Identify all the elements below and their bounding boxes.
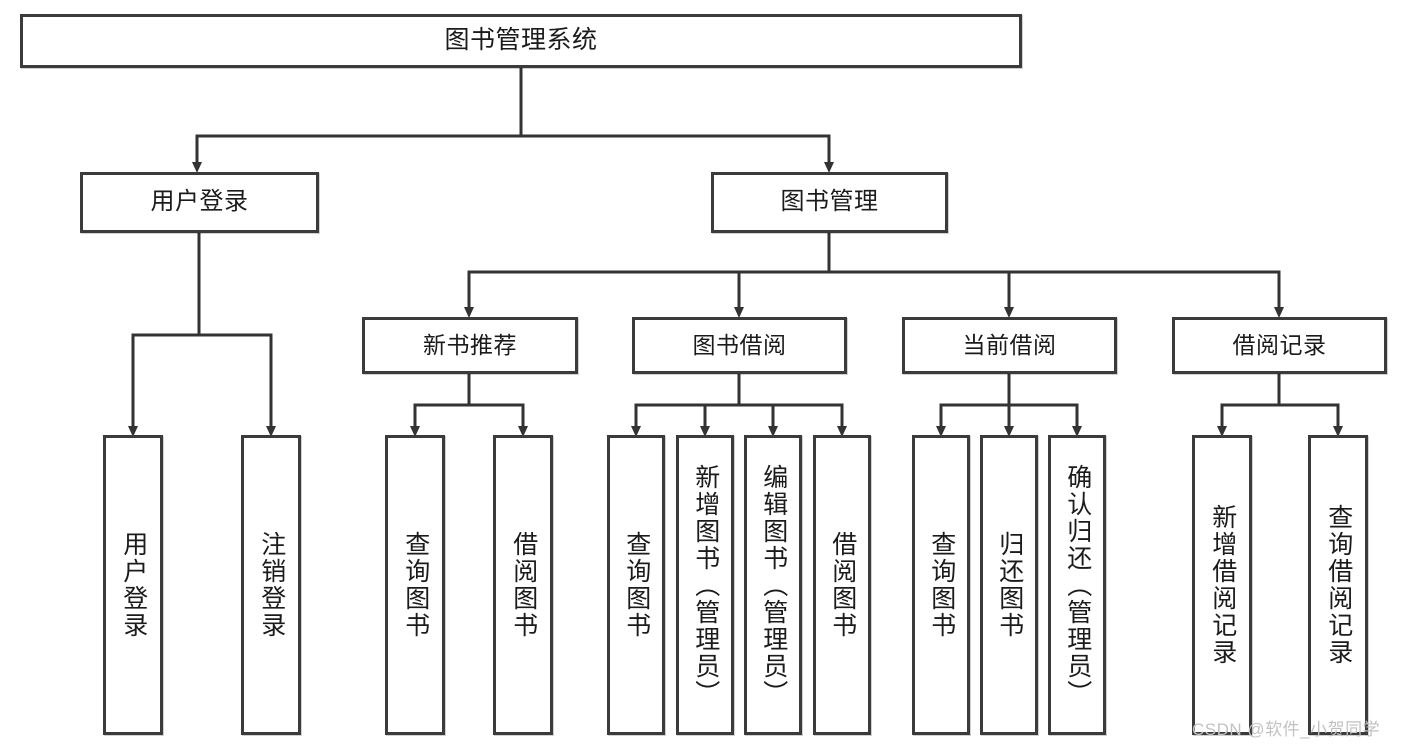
node-book-borrow[interactable]: 图书借阅 (632, 317, 847, 374)
node-current-borrow-label: 当前借阅 (962, 331, 1057, 358)
node-book-borrow-label: 图书借阅 (692, 331, 787, 358)
node-leaf-query-book-3[interactable]: 查询图书 (912, 435, 970, 735)
node-user-login-label: 用户登录 (150, 188, 249, 216)
node-leaf-add-book[interactable]: 新增图书（管理员） (676, 435, 734, 735)
node-user-login[interactable]: 用户登录 (80, 172, 319, 233)
node-leaf-user-login[interactable]: 用户登录 (103, 435, 163, 735)
node-leaf-borrow-book-1[interactable]: 借阅图书 (493, 435, 553, 735)
node-borrow-record[interactable]: 借阅记录 (1172, 317, 1387, 374)
node-leaf-add-book-label: 新增图书（管理员） (691, 463, 720, 707)
node-current-borrow[interactable]: 当前借阅 (902, 317, 1117, 374)
node-root-label: 图书管理系统 (444, 26, 598, 55)
node-leaf-query-book-3-label: 查询图书 (927, 531, 956, 639)
node-leaf-query-record[interactable]: 查询借阅记录 (1308, 435, 1368, 735)
watermark-csdn: CSDN @软件_小贺同学 (1192, 720, 1381, 739)
node-leaf-add-record[interactable]: 新增借阅记录 (1192, 435, 1252, 735)
node-leaf-return-book-label: 归还图书 (995, 531, 1024, 639)
node-leaf-query-record-label: 查询借阅记录 (1324, 504, 1353, 666)
node-leaf-edit-book-label: 编辑图书（管理员） (759, 463, 788, 707)
node-new-book-recommend-label: 新书推荐 (423, 331, 517, 358)
node-borrow-record-label: 借阅记录 (1232, 331, 1327, 358)
node-leaf-confirm-return[interactable]: 确认归还（管理员） (1048, 435, 1106, 735)
node-leaf-borrow-book-1-label: 借阅图书 (509, 531, 538, 639)
node-leaf-return-book[interactable]: 归还图书 (980, 435, 1038, 735)
node-book-manage-label: 图书管理 (780, 188, 879, 216)
node-root[interactable]: 图书管理系统 (20, 14, 1022, 68)
node-leaf-logout-login-label: 注销登录 (257, 531, 286, 639)
node-leaf-logout-login[interactable]: 注销登录 (241, 435, 301, 735)
node-leaf-query-book-2[interactable]: 查询图书 (607, 435, 665, 735)
node-leaf-borrow-book-2[interactable]: 借阅图书 (813, 435, 871, 735)
node-leaf-add-record-label: 新增借阅记录 (1208, 504, 1237, 666)
node-new-book-recommend[interactable]: 新书推荐 (362, 317, 578, 374)
node-leaf-edit-book[interactable]: 编辑图书（管理员） (744, 435, 802, 735)
node-leaf-query-book-1-label: 查询图书 (401, 531, 430, 639)
node-leaf-confirm-return-label: 确认归还（管理员） (1063, 463, 1092, 707)
node-leaf-query-book-2-label: 查询图书 (622, 531, 651, 639)
node-leaf-query-book-1[interactable]: 查询图书 (385, 435, 445, 735)
node-book-manage[interactable]: 图书管理 (711, 172, 948, 233)
node-leaf-borrow-book-2-label: 借阅图书 (828, 531, 857, 639)
node-leaf-user-login-label: 用户登录 (119, 531, 148, 639)
